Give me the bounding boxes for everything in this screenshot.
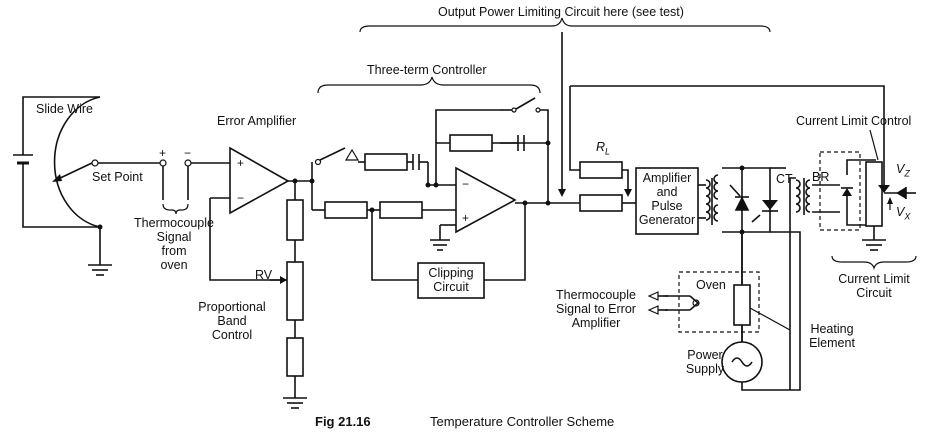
- label-tc-err-2: Signal to Error: [556, 302, 636, 316]
- label-vx: VX: [896, 205, 911, 222]
- label-vz: VZ: [896, 162, 910, 179]
- label-tc-err-3: Amplifier: [571, 316, 621, 330]
- label-amp-3: Pulse: [651, 199, 683, 213]
- label-oven: Oven: [696, 278, 726, 292]
- label-ct: CT: [776, 172, 793, 186]
- label-prop-3: Control: [211, 328, 253, 342]
- error-amplifier: [209, 146, 312, 409]
- caption-title: Temperature Controller Scheme: [430, 414, 615, 429]
- label-slide-wire: Slide Wire: [36, 102, 93, 116]
- label-power-2: Supply: [685, 362, 725, 376]
- label-error-amplifier: Error Amplifier: [217, 114, 297, 128]
- label-op2-plus: +: [462, 211, 470, 225]
- label-power-1: Power: [687, 348, 723, 362]
- label-op2-minus: −: [462, 177, 470, 191]
- three-term-network: [309, 97, 580, 299]
- label-tc-signal-2: Signal: [156, 230, 192, 244]
- label-rl: RL: [596, 140, 611, 157]
- label-heating-1: Heating: [810, 322, 854, 336]
- label-current-limit-1: Current Limit: [838, 272, 910, 286]
- label-prop-1: Proportional: [198, 300, 266, 314]
- label-amp-4: Generator: [638, 213, 696, 227]
- label-ea-plus: +: [237, 156, 245, 170]
- label-output-power: Output Power Limiting Circuit here (see …: [438, 5, 684, 19]
- label-current-limit-2: Circuit: [856, 286, 892, 300]
- output-stage: [558, 32, 917, 391]
- label-ea-minus: −: [237, 191, 245, 205]
- slide-wire-section: [13, 96, 112, 276]
- output-power-brace: [359, 17, 771, 33]
- label-minus-input: −: [184, 146, 192, 160]
- three-term-brace: [317, 76, 541, 94]
- label-tc-err-1: Thermocouple: [556, 288, 636, 302]
- label-heating-2: Element: [809, 336, 855, 350]
- label-tc-signal-4: oven: [160, 258, 188, 272]
- label-tc-signal-3: from: [161, 244, 187, 258]
- caption-fig-number: Fig 21.16: [315, 414, 371, 429]
- setpoint-terminals: [91, 159, 230, 215]
- label-prop-2: Band: [217, 314, 247, 328]
- label-tc-signal-1: Thermocouple: [134, 216, 214, 230]
- label-set-point: Set Point: [92, 170, 143, 184]
- label-clipping-2: Circuit: [433, 280, 469, 294]
- label-current-limit-control: Current Limit Control: [796, 114, 912, 128]
- label-plus-input: +: [159, 146, 167, 160]
- label-clipping-1: Clipping: [428, 266, 474, 280]
- label-amp-1: Amplifier: [642, 171, 692, 185]
- label-three-term: Three-term Controller: [367, 63, 487, 77]
- label-amp-2: and: [656, 185, 678, 199]
- label-br: BR: [812, 170, 830, 184]
- label-rv: RV: [255, 268, 273, 282]
